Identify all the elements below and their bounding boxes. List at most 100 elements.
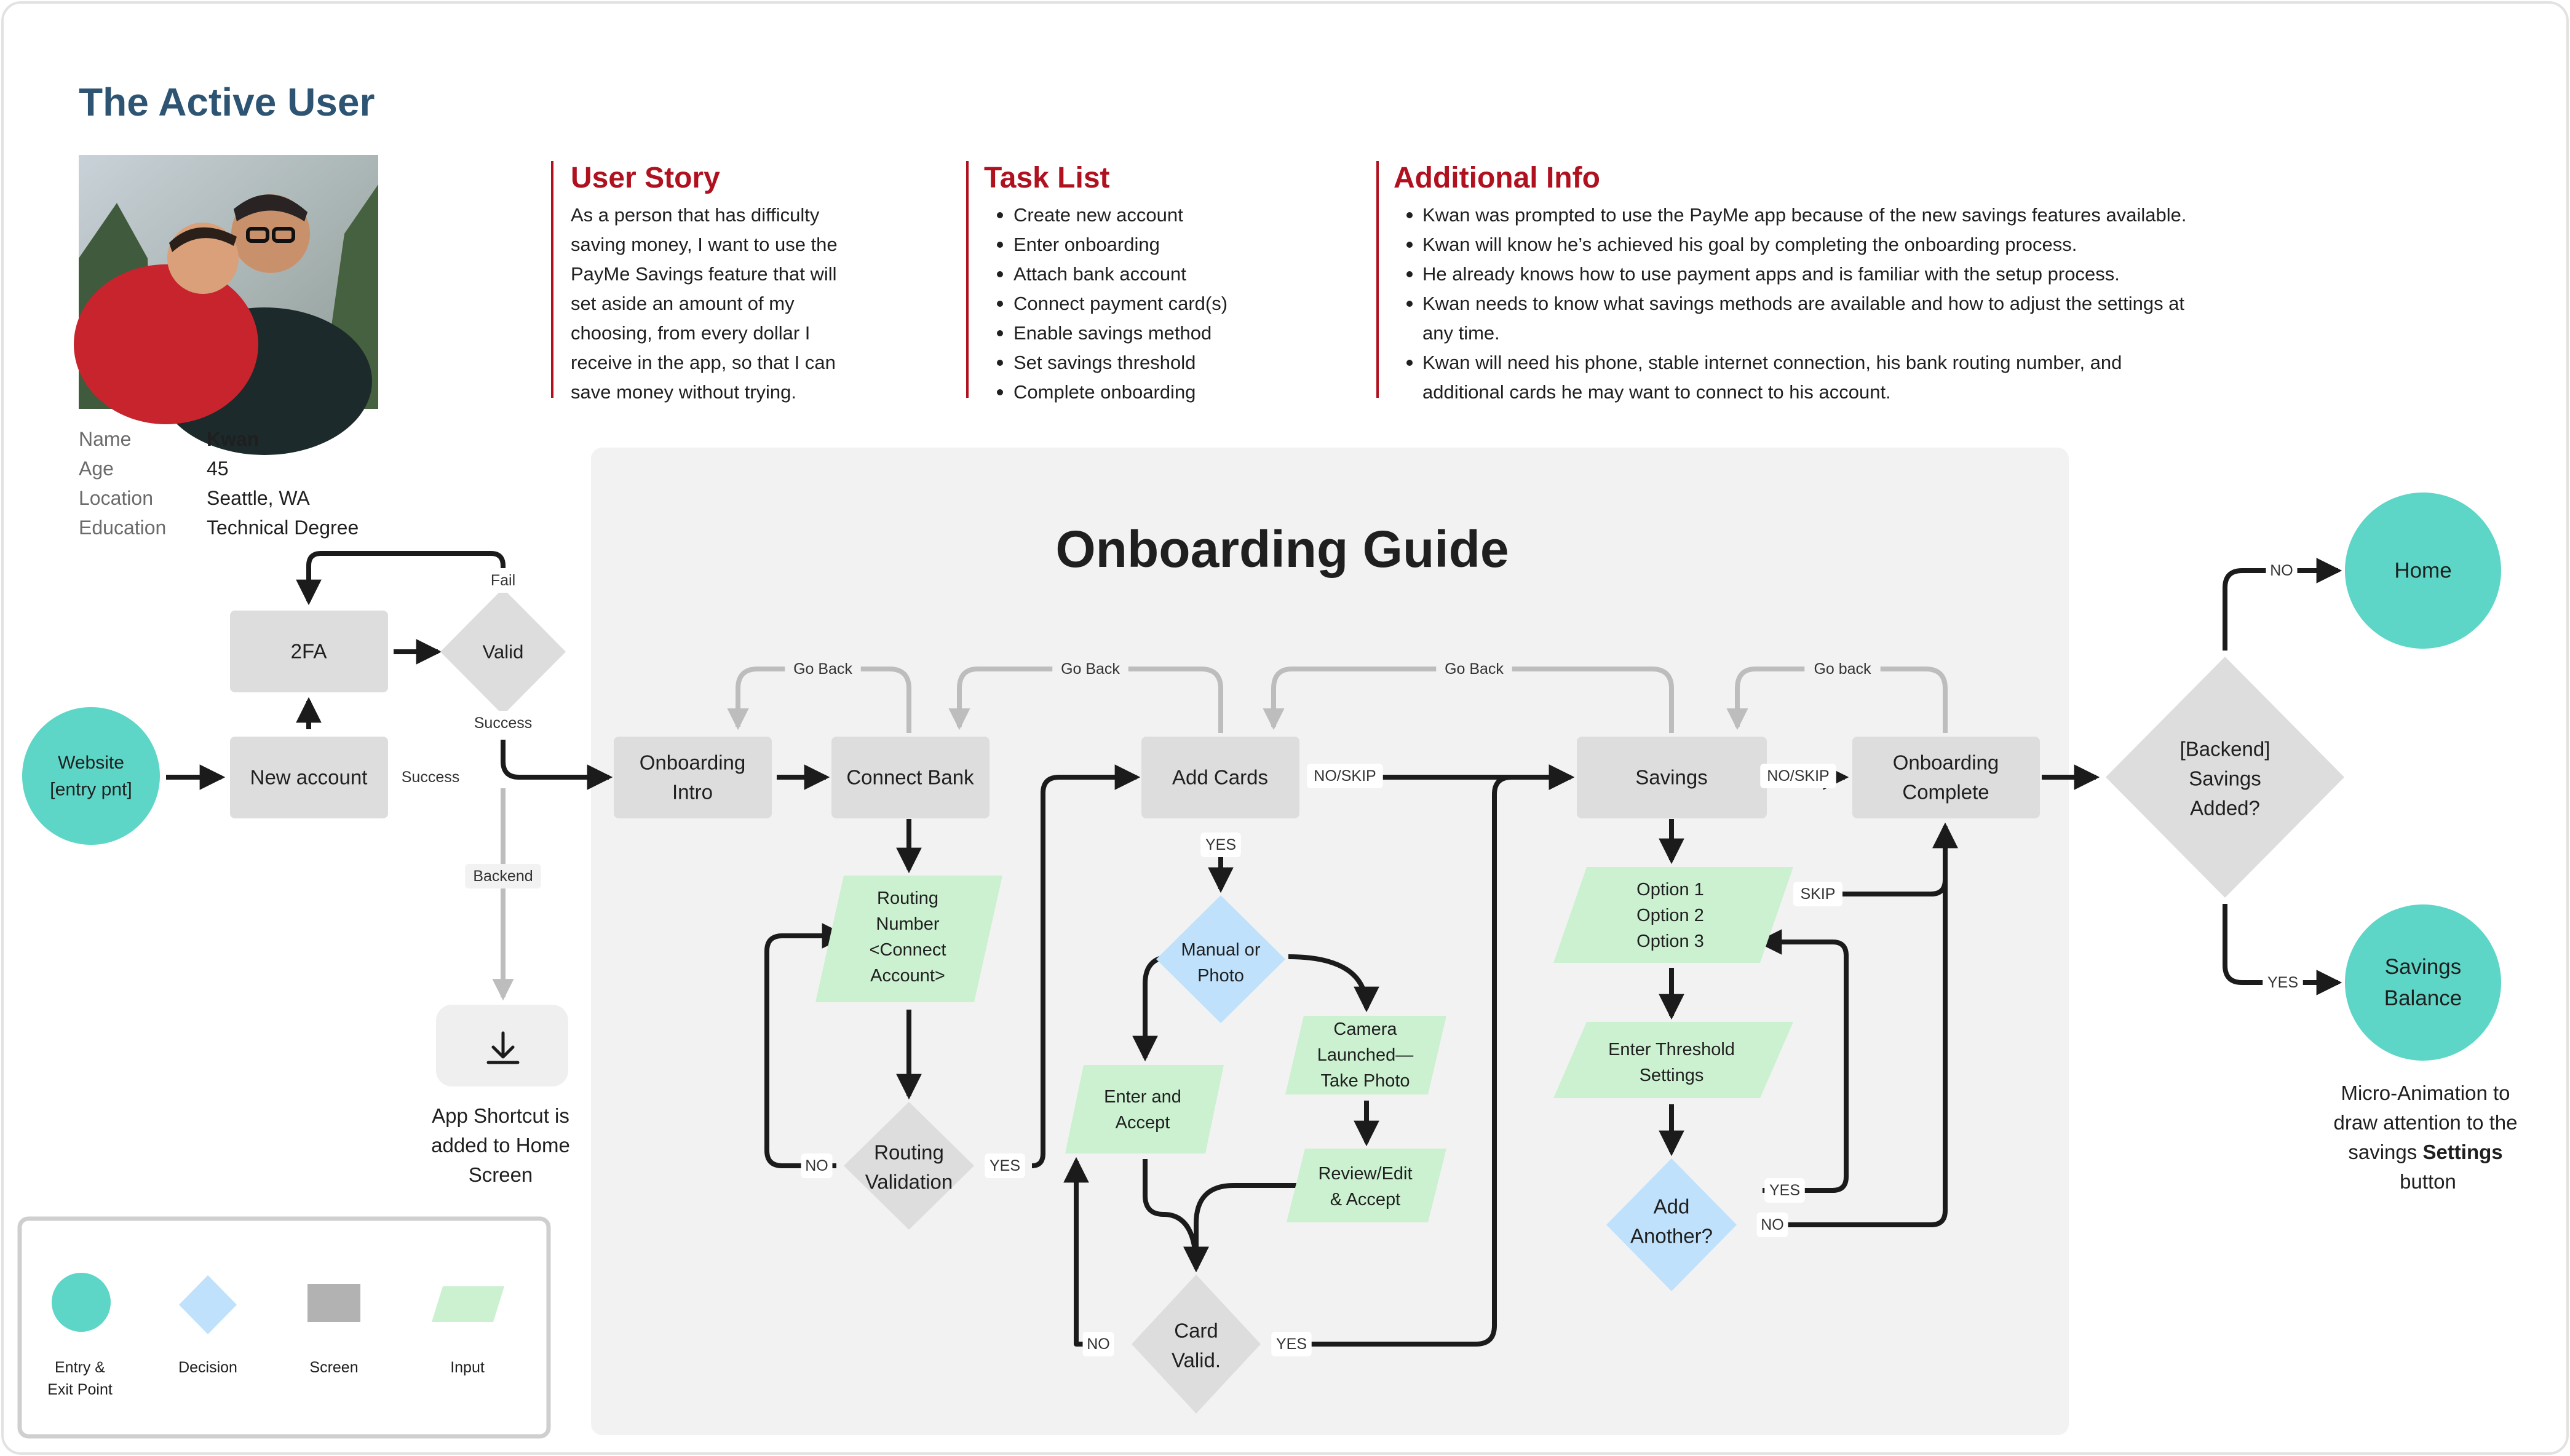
bullet-dot [997, 212, 1003, 218]
user-story-line: As a person that has difficulty [571, 204, 820, 226]
node-label-add-cards: Add Cards [1172, 766, 1268, 789]
node-backend-decision [2106, 657, 2344, 898]
persona-photo [74, 155, 378, 455]
edge-label-yes-cards: YES [1205, 836, 1236, 853]
persona-label-name: Name [79, 428, 131, 450]
edge-label-yes-balance: YES [2267, 974, 2298, 991]
edge-label-go-back-3: Go Back [1445, 660, 1504, 678]
node-label-backend-decision: Savings [2189, 767, 2261, 790]
edge-label-bg [1052, 657, 1128, 681]
user-story-section: User Story As a person that has difficul… [551, 161, 838, 403]
edge-label-bg [1760, 764, 1836, 788]
node-label-onboarding-intro: Intro [672, 780, 713, 803]
node-label-add-another: Another? [1630, 1224, 1713, 1247]
edge-label-go-back-4: Go back [1814, 660, 1871, 678]
download-arrow-icon [486, 1031, 520, 1064]
additional-info-item: He already knows how to use payment apps… [1422, 263, 2120, 285]
edge-label-no-skip-savings: NO/SKIP [1767, 767, 1829, 785]
node-label-valid: Valid [483, 641, 524, 663]
edge-addanother-yes-options [1756, 929, 1849, 1193]
edge-valid-fail-2fa [296, 551, 506, 606]
legend-entry-swatch [52, 1273, 111, 1332]
node-label-threshold: Settings [1640, 1066, 1704, 1085]
node-valid-decision [440, 588, 566, 715]
persona-label-education: Education [79, 516, 166, 539]
edge-label-bg [2266, 558, 2298, 583]
additional-info-item: additional cards he may want to connect … [1422, 381, 1891, 403]
node-label-routing-number: Number [876, 914, 939, 934]
task-list-rule [966, 161, 969, 398]
additional-info-item: any time. [1422, 322, 1500, 344]
edge-manual-camera [1288, 954, 1379, 1013]
additional-info-item: Kwan was prompted to use the PayMe app b… [1422, 204, 2186, 226]
node-label-review: & Accept [1330, 1190, 1400, 1209]
legend-input-swatch [432, 1286, 504, 1322]
legend-decision-label: Decision [178, 1359, 237, 1376]
node-label-savings: Savings [1635, 766, 1707, 789]
edge-label-bg [465, 864, 541, 888]
node-label-routing-validation: Routing [874, 1141, 944, 1164]
micro-note-settings: Settings [2422, 1141, 2502, 1163]
node-label-backend-decision: Added? [2190, 796, 2260, 819]
node-website-entry [22, 707, 160, 845]
edge-label-no-home: NO [2270, 562, 2293, 579]
node-label-onboarding-complete: Onboarding [1893, 751, 1999, 774]
edge-label-bg [785, 657, 861, 681]
micro-note-line: button [2400, 1170, 2456, 1193]
edge-label-bg [985, 1153, 1025, 1178]
onboarding-panel [591, 448, 2069, 1435]
legend-screen-label: Screen [309, 1359, 358, 1376]
edge-label-go-back-1: Go Back [793, 660, 852, 678]
node-label-website: Website [58, 753, 124, 773]
edge-label-bg [1307, 764, 1383, 788]
task-list-item: Complete onboarding [1013, 381, 1196, 403]
edge-backend-no-home [2223, 558, 2342, 651]
persona-value-name: Kwan [207, 428, 259, 450]
node-label-card-valid: Card [1174, 1320, 1218, 1342]
node-label-home: Home [2394, 559, 2451, 583]
node-label-routing-number: Account> [870, 966, 945, 986]
node-label-enter-accept: Enter and [1104, 1087, 1181, 1107]
edge-label-bg [465, 711, 541, 735]
edge-label-bg [478, 568, 528, 593]
edge-label-no-add: NO [1761, 1216, 1784, 1233]
bullet-dot [1406, 212, 1413, 218]
edge-label-no-routing: NO [805, 1157, 828, 1174]
micro-note-line: Micro-Animation to [2341, 1082, 2510, 1104]
edge-label-backend: Backend [473, 868, 533, 885]
micro-note-prefix: savings [2348, 1141, 2422, 1163]
edge-addanother-no-complete [1763, 822, 1958, 1227]
shortcut-note-line: Screen [469, 1163, 533, 1186]
node-label-manual-photo: Photo [1197, 966, 1244, 986]
edge-label-bg [1756, 1213, 1788, 1237]
edge-label-bg [392, 765, 469, 789]
persona-value-location: Seattle, WA [207, 487, 310, 509]
bullet-dot [997, 389, 1003, 395]
user-story-heading: User Story [571, 162, 720, 194]
user-story-line: set aside an amount of my [571, 293, 795, 314]
node-savings-balance [2345, 904, 2501, 1061]
edge-backend-yes-balance [2223, 904, 2342, 995]
task-list-item: Enter onboarding [1013, 234, 1160, 255]
micro-note-line: draw attention to the [2333, 1111, 2517, 1134]
bullet-dot [1406, 360, 1413, 366]
node-label-options: Option 2 [1636, 906, 1704, 925]
task-list-item: Enable savings method [1013, 322, 1212, 344]
task-list-heading: Task List [984, 162, 1110, 194]
additional-info-heading: Additional Info [1394, 162, 1600, 194]
node-new-account [230, 737, 388, 818]
node-camera [1285, 1016, 1446, 1094]
edge-review-cardvalid [1183, 1183, 1303, 1273]
edge-label-bg [1200, 833, 1241, 857]
bullet-dot [997, 330, 1003, 336]
task-list-item: Connect payment card(s) [1013, 293, 1227, 314]
legend-box [17, 1216, 551, 1439]
bullet-dot [997, 360, 1003, 366]
node-label-website: [entry pnt] [50, 779, 132, 799]
shortcut-note-line: added to Home [431, 1134, 570, 1157]
node-routing-validation [844, 1102, 974, 1230]
flow-edges [166, 551, 2342, 1347]
node-add-another [1606, 1158, 1737, 1291]
